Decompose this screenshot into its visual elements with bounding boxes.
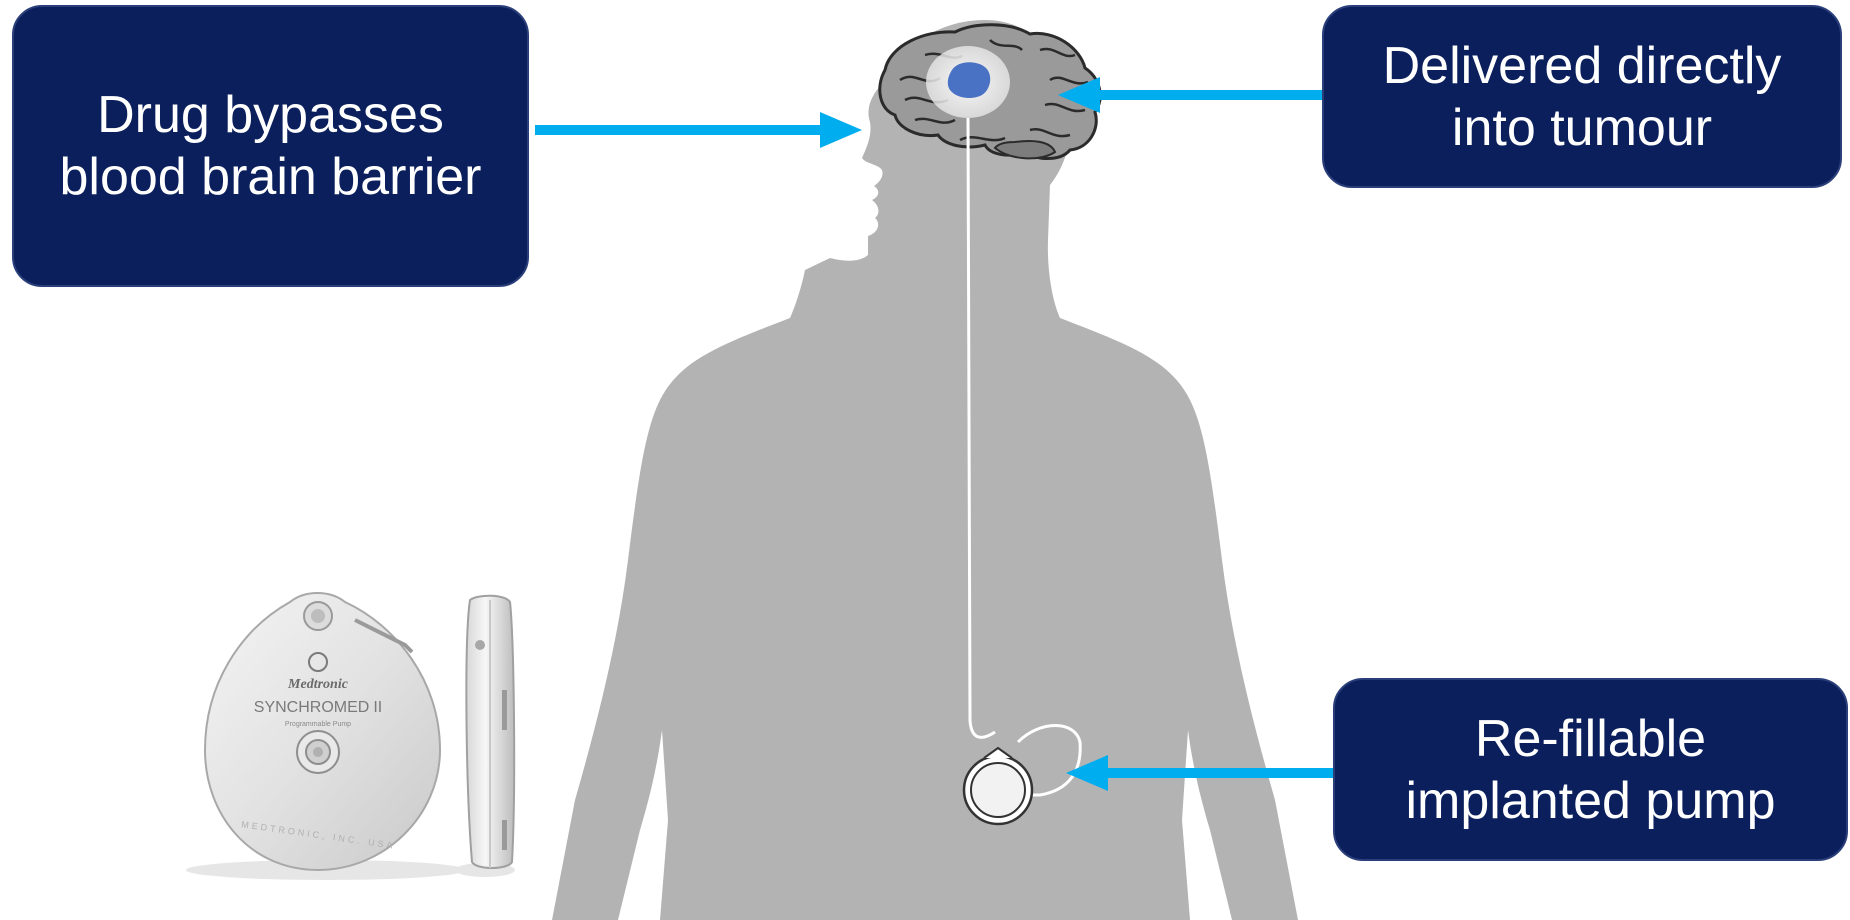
callout-pump-text: Re-fillable implanted pump (1386, 708, 1796, 832)
callout-bbb-line1: Drug bypasses (59, 84, 481, 146)
arrow-bbb (535, 112, 862, 148)
human-silhouette (552, 20, 1298, 920)
callout-tumour-line1: Delivered directly (1383, 35, 1782, 97)
tumour-icon (926, 46, 1010, 118)
callout-refillable-pump: Re-fillable implanted pump (1333, 678, 1848, 861)
callout-blood-brain-barrier-text: Drug bypasses blood brain barrier (39, 84, 501, 208)
arrow-tumour (1058, 77, 1322, 113)
callout-pump-line2: implanted pump (1406, 770, 1776, 832)
device-subtitle-label: Programmable Pump (285, 721, 351, 728)
callout-delivered-into-tumour: Delivered directly into tumour (1322, 5, 1842, 188)
callout-tumour-text: Delivered directly into tumour (1363, 35, 1802, 159)
pump-device-side (455, 596, 515, 877)
callout-blood-brain-barrier: Drug bypasses blood brain barrier (12, 5, 529, 287)
callout-tumour-line2: into tumour (1383, 97, 1782, 159)
callout-bbb-line2: blood brain barrier (59, 146, 481, 208)
device-brand-label: Medtronic (287, 677, 349, 692)
callout-pump-line1: Re-fillable (1406, 708, 1776, 770)
